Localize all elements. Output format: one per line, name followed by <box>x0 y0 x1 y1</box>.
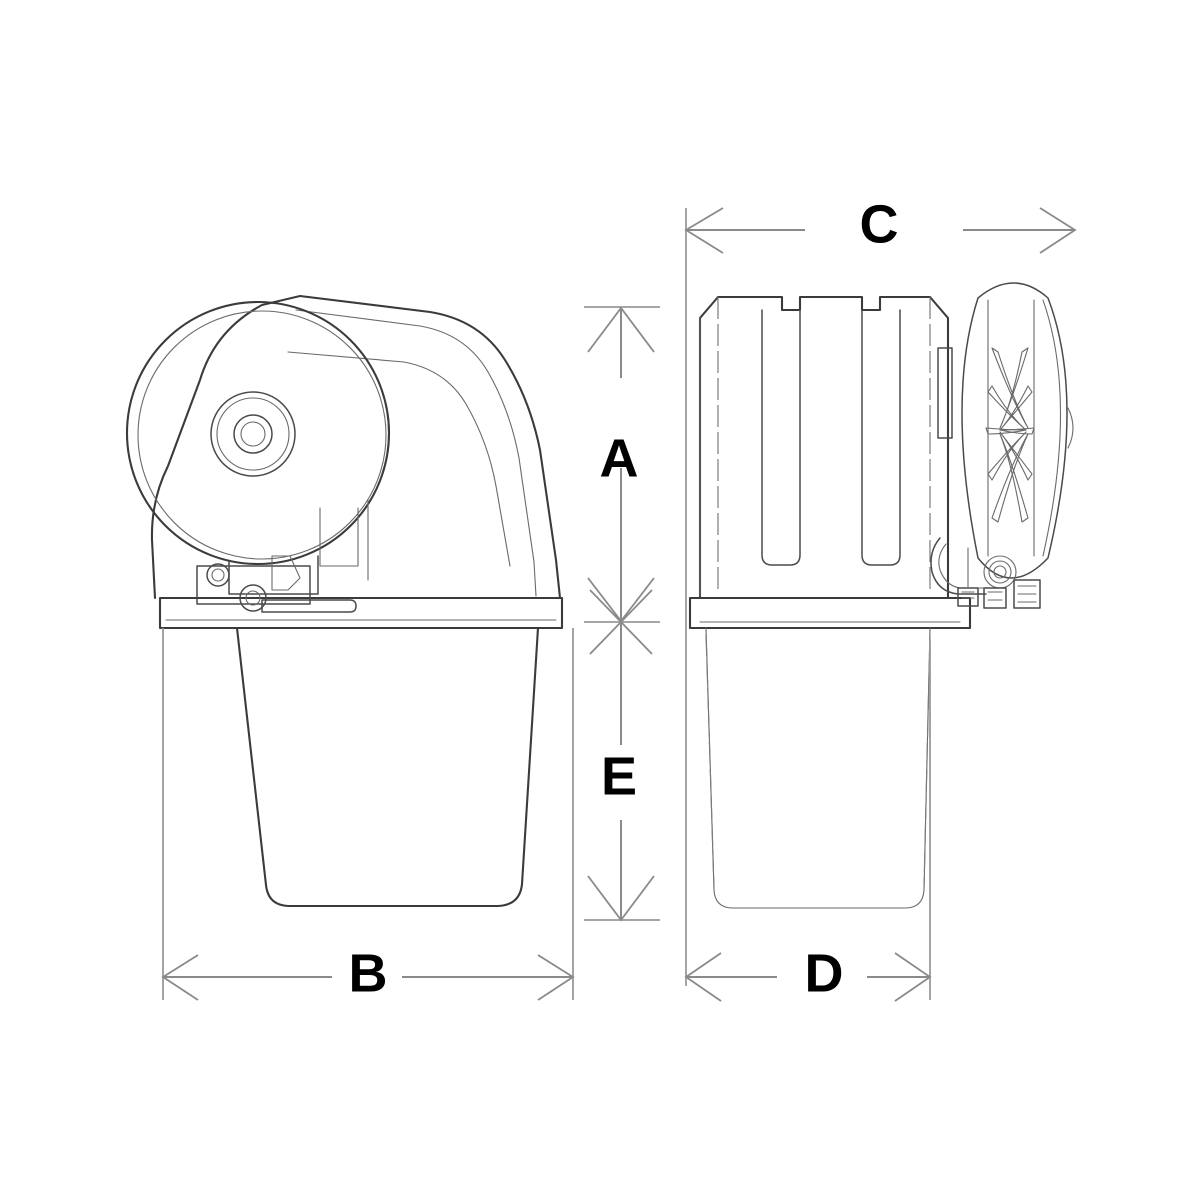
side-pivot-pin-upper-bore <box>211 568 225 582</box>
dim-label-c: C <box>860 194 899 254</box>
front-bracket-plate-mid <box>983 587 1007 609</box>
side-hub-mid-ring <box>216 397 290 471</box>
front-hinge-arm-inner <box>938 543 987 589</box>
front-wheel-disc-outer <box>961 282 1068 579</box>
dim-label-b: B <box>349 943 388 1003</box>
side-lid-housing-inner <box>295 309 537 597</box>
dimension-e: E <box>587 622 655 922</box>
side-rim-flange <box>158 596 564 630</box>
front-bracket-plate-left <box>957 587 979 607</box>
front-bin-hidden-right <box>923 633 931 889</box>
dim-label-a: A <box>600 428 639 488</box>
side-pivot-pin-lower-bore <box>245 590 261 606</box>
dim-c-arrow-right <box>1039 207 1077 254</box>
front-bracket-bolt-b <box>987 591 1003 601</box>
front-wheel-disc-rim <box>1042 299 1061 557</box>
front-bracket-plate-right <box>1013 579 1041 609</box>
front-latch-boss <box>937 347 953 439</box>
dim-label-e: E <box>601 746 637 806</box>
side-hub-inner-ring <box>233 414 273 454</box>
side-support-rib <box>319 507 359 567</box>
side-lid-housing-outer <box>150 294 562 600</box>
front-hinge-arm <box>930 537 987 595</box>
side-handle-bar <box>261 599 357 613</box>
side-view-group <box>125 294 564 908</box>
dim-b-arrow-right <box>537 954 575 1001</box>
front-view-group <box>688 282 1074 909</box>
side-reel-drum-face <box>137 310 387 560</box>
front-bin-hidden-left <box>705 633 715 889</box>
extension-lines <box>162 208 931 1000</box>
front-bracket-bolt-a <box>961 591 975 599</box>
side-hub-bore <box>240 421 266 447</box>
front-rim-flange <box>688 596 972 630</box>
dim-label-d: D <box>805 943 844 1003</box>
dim-e-arrow-bottom <box>587 875 655 922</box>
front-lid-groove-right <box>861 309 901 566</box>
side-bin-body <box>235 626 540 908</box>
dim-c-arrow-left <box>684 207 724 254</box>
dimension-c: C <box>684 194 1077 254</box>
dimension-b: B <box>161 943 575 1003</box>
front-bracket-bolt-c <box>1017 585 1037 603</box>
front-lid-groove-left <box>761 309 801 566</box>
side-lid-shoulder-line <box>287 351 511 567</box>
dim-d-arrow-right <box>894 952 932 1002</box>
dim-b-arrow-left <box>161 954 199 1001</box>
front-coil-spring <box>983 555 1017 589</box>
side-reel-drum-outer <box>125 300 391 566</box>
front-bin-body <box>705 627 931 909</box>
side-pivot-pin-lower <box>239 584 267 612</box>
dim-d-arrow-left <box>684 952 722 1002</box>
side-latch-tab <box>271 555 301 591</box>
side-hub-outer-ring <box>210 391 296 477</box>
dimension-d: D <box>684 943 932 1003</box>
dim-a-arrow-top <box>587 306 655 353</box>
side-pivot-pin-upper <box>206 563 230 587</box>
front-wheel-hub-boss <box>1067 407 1074 449</box>
front-wheel-spokes <box>985 347 1035 523</box>
